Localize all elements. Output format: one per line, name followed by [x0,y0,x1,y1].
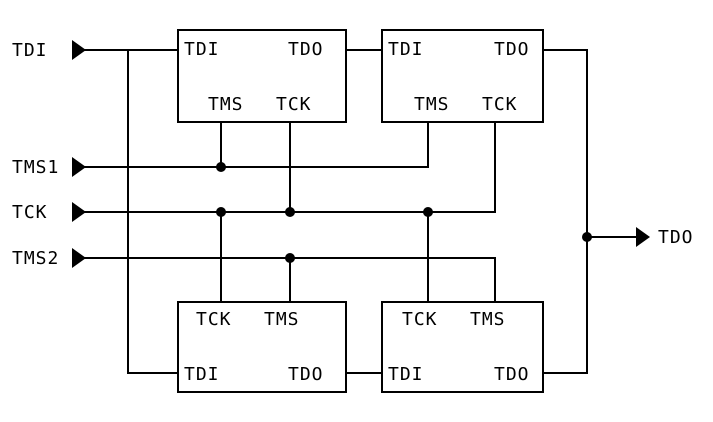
chip-2-tdi-label: TDI [388,39,424,60]
junction-tck-chip1 [285,207,295,217]
chip-1-tdo-label: TDO [288,39,324,60]
junction-tms1-chip1 [216,162,226,172]
chip-2-box [381,29,544,123]
output-label-tdo: TDO [658,227,694,248]
chip-1-tms-label: TMS [208,94,244,115]
chip-3-box [177,301,347,393]
wire-chip2-tdo-out [543,49,588,374]
junction-tck-chip4 [423,207,433,217]
chip-4-tdi-label: TDI [388,364,424,385]
tdi-arrow-icon [72,40,86,60]
chip-3-tck-label: TCK [196,309,232,330]
junctions [216,162,592,263]
chip-4-tck-label: TCK [402,309,438,330]
chip-1: TDI TDO TMS TCK [177,29,347,123]
junction-tdo-output [582,232,592,242]
chip-4-tms-label: TMS [470,309,506,330]
chip-3-tms-label: TMS [264,309,300,330]
junction-tck-chip3 [216,207,226,217]
chip-3-tdo-label: TDO [288,364,324,385]
tms1-arrow-icon [72,157,86,177]
tms2-arrow-icon [72,248,86,268]
input-label-tms2: TMS2 [12,248,59,269]
chip-3-tdi-label: TDI [184,364,220,385]
input-label-tms1: TMS1 [12,157,59,178]
chip-1-tdi-label: TDI [184,39,220,60]
wire-tdi-branch-down [127,50,178,374]
tck-arrow-icon [72,202,86,222]
wire-tms2-bus [84,257,496,302]
chip-2: TDI TDO TMS TCK [381,29,544,123]
chip-1-box [177,29,347,123]
wires [84,49,638,374]
chip-4: TCK TMS TDI TDO [381,301,544,393]
chip-4-box [381,301,544,393]
input-label-tdi: TDI [12,40,48,61]
input-arrows [72,40,86,268]
chip-2-tdo-label: TDO [494,39,530,60]
chip-2-tms-label: TMS [414,94,450,115]
chip-2-tck-label: TCK [482,94,518,115]
chip-4-tdo-label: TDO [494,364,530,385]
wire-tms1-bus [84,122,429,168]
junction-tms2-chip3 [285,253,295,263]
input-label-tck: TCK [12,202,48,223]
chip-3: TCK TMS TDI TDO [177,301,347,393]
chip-1-tck-label: TCK [276,94,312,115]
tdo-output-arrow-icon [636,227,650,247]
